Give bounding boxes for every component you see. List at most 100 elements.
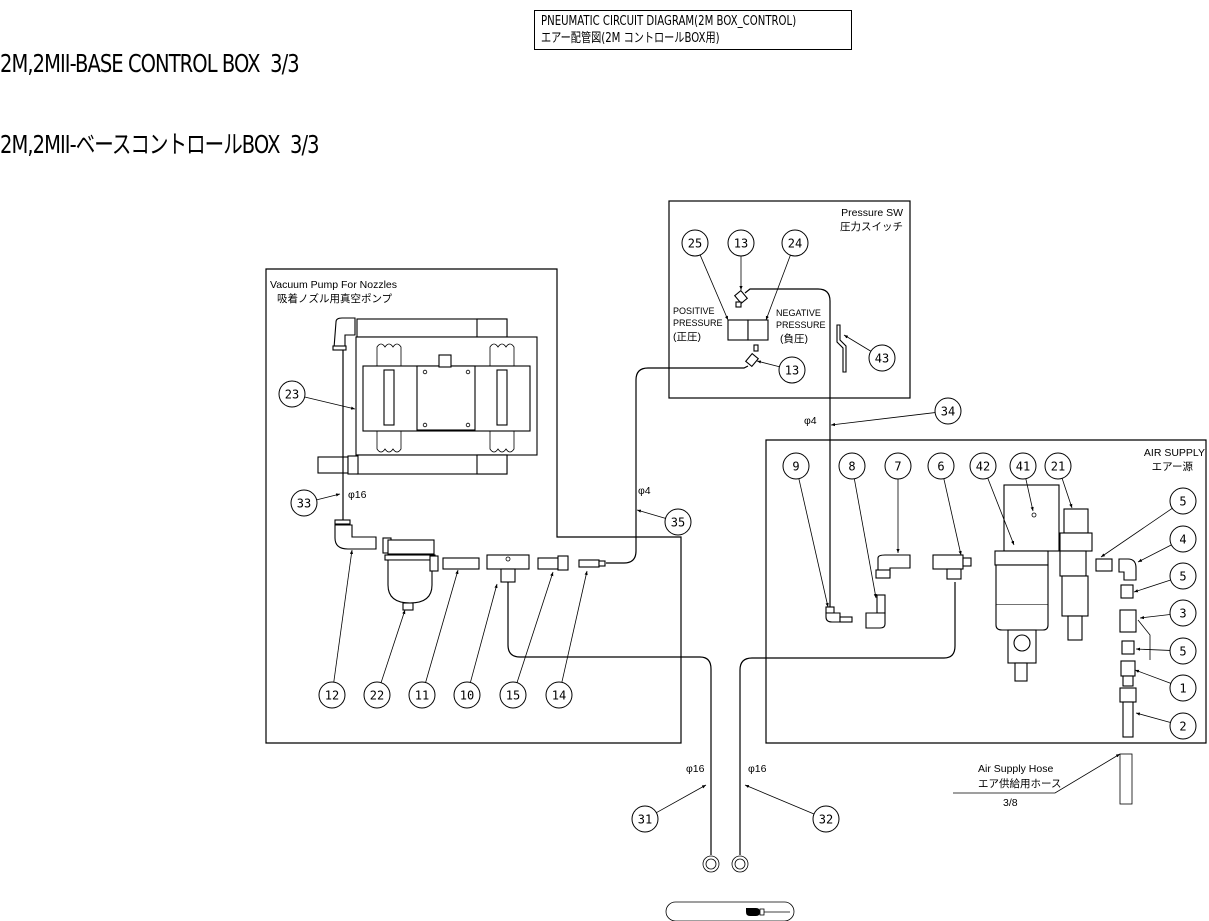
- callout-balloon-4: 4: [1137, 525, 1197, 563]
- tube-size-33: φ16: [348, 489, 367, 501]
- balloon-number: 12: [325, 689, 339, 703]
- hose-leader: [953, 753, 1121, 794]
- balloon-circle: [1169, 637, 1197, 665]
- leader-line: [656, 784, 707, 814]
- vacuum-line-components: [334, 519, 606, 611]
- balloon-circle: [363, 681, 391, 709]
- balloon-number: 1: [1179, 682, 1186, 696]
- balloon-number: 11: [415, 689, 429, 703]
- balloon-circle: [664, 508, 692, 536]
- balloon-circle: [499, 681, 527, 709]
- balloon-circle: [1169, 525, 1197, 553]
- negative-pressure-label-2: PRESSURE: [776, 320, 826, 330]
- balloon-circle: [631, 805, 659, 833]
- leader-line: [561, 570, 588, 683]
- callout-balloon-34: 34: [830, 397, 962, 427]
- balloon-circle: [1169, 712, 1197, 740]
- leader-line: [1133, 579, 1171, 593]
- pointing-hand-icon: [746, 908, 790, 916]
- callout-balloon-23: 23: [278, 380, 356, 410]
- leader-line: [470, 583, 498, 683]
- balloon-number: 13: [785, 364, 799, 378]
- vacuum-pump-box: [265, 268, 682, 744]
- callout-balloon-8: 8: [838, 452, 877, 599]
- callout-balloon-12: 12: [318, 549, 354, 709]
- tube-35: [606, 365, 749, 564]
- balloon-circle: [934, 397, 962, 425]
- balloon-number: 6: [937, 460, 944, 474]
- callout-balloon-42: 42: [969, 452, 1015, 546]
- header-english: PNEUMATIC CIRCUIT DIAGRAM(2M BOX_CONTROL…: [541, 14, 797, 29]
- callout-balloon-41: 41: [1009, 452, 1037, 512]
- balloon-circle: [884, 452, 912, 480]
- tube-32: [739, 582, 956, 855]
- balloon-circle: [453, 681, 481, 709]
- positive-pressure-label-1: POSITIVE: [673, 306, 715, 316]
- balloon-circle: [318, 681, 346, 709]
- tube-size-34: φ4: [804, 415, 817, 427]
- balloon-circle: [838, 452, 866, 480]
- air-supply-hose: [1119, 753, 1133, 805]
- leader-line: [316, 493, 341, 501]
- title-japanese: 2M,2MII-ベースコントロールBOX 3/3: [0, 130, 320, 159]
- leader-line: [1061, 478, 1073, 509]
- air-hose-label-jp: エア供給用ホース: [978, 777, 1061, 790]
- leader-line: [1134, 669, 1171, 684]
- callout-balloon-1: 1: [1134, 669, 1197, 702]
- balloon-circle: [278, 380, 306, 408]
- balloon-number: 7: [894, 460, 901, 474]
- balloon-number: 42: [976, 460, 990, 474]
- balloon-number: 33: [297, 497, 311, 511]
- balloon-number: 15: [506, 689, 520, 703]
- leader-line: [699, 254, 729, 321]
- balloon-circle: [781, 229, 809, 257]
- callout-balloon-2: 2: [1135, 712, 1197, 740]
- callout-balloon-24: 24: [765, 229, 809, 321]
- tube-34: [744, 288, 831, 620]
- air-supply-box: [765, 439, 1207, 744]
- pressure-sw-label-jp: 圧力スイッチ: [840, 220, 903, 233]
- callout-balloon-13: 13: [727, 229, 755, 290]
- callout-balloon-9: 9: [782, 452, 829, 608]
- balloon-number: 14: [552, 689, 566, 703]
- balloon-circle: [778, 356, 806, 384]
- next-page-button[interactable]: [665, 901, 795, 921]
- callout-balloon-31: 31: [631, 784, 707, 833]
- callout-balloon-32: 32: [744, 784, 840, 833]
- balloon-number: 9: [792, 460, 799, 474]
- balloon-number: 34: [941, 405, 955, 419]
- leader-line: [1100, 508, 1173, 558]
- pressure-switch-box: [668, 200, 911, 399]
- balloon-circle: [1169, 599, 1197, 627]
- balloon-circle: [727, 229, 755, 257]
- balloon-number: 5: [1179, 570, 1186, 584]
- balloon-circle: [1009, 452, 1037, 480]
- pressure-sw-label-en: Pressure SW: [841, 207, 903, 219]
- callout-balloon-6: 6: [927, 452, 962, 556]
- diagram-header-box: PNEUMATIC CIRCUIT DIAGRAM(2M BOX_CONTROL…: [534, 10, 852, 50]
- air-hose-label-en: Air Supply Hose: [978, 763, 1053, 775]
- leader-line: [333, 549, 354, 683]
- leader-line: [1135, 712, 1171, 723]
- leader-line: [425, 569, 459, 683]
- balloon-number: 31: [638, 813, 652, 827]
- callout-balloon-10: 10: [453, 583, 498, 709]
- leader-line: [943, 478, 962, 556]
- air-supply-components: [825, 484, 1151, 738]
- balloon-circle: [812, 805, 840, 833]
- callout-balloon-13: 13: [756, 356, 806, 384]
- callout-balloon-35: 35: [636, 508, 692, 536]
- callout-balloon-15: 15: [499, 571, 554, 709]
- balloon-circle: [1169, 487, 1197, 515]
- callout-balloon-5: 5: [1135, 637, 1197, 665]
- balloon-circle: [927, 452, 955, 480]
- leader-line: [756, 360, 780, 368]
- vacuum-pump-drawing: [317, 317, 538, 475]
- callout-balloon-7: 7: [884, 452, 912, 553]
- balloon-circle: [969, 452, 997, 480]
- balloon-number: 5: [1179, 645, 1186, 659]
- balloon-number: 32: [819, 813, 833, 827]
- tube-size-35: φ4: [638, 485, 651, 497]
- leader-line: [304, 396, 356, 410]
- air-supply-label-jp: エアー源: [1152, 460, 1194, 473]
